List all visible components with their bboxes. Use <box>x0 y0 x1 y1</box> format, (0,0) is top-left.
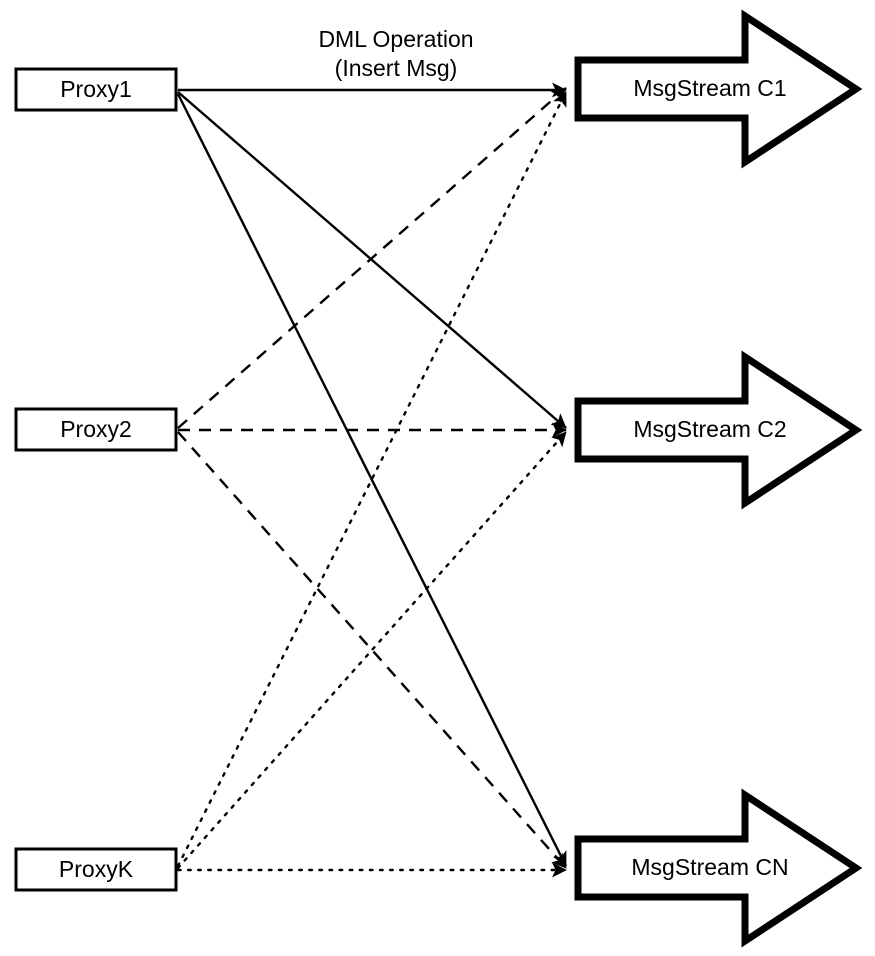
stream-node-c1[interactable]: MsgStream C1 <box>574 9 863 169</box>
edge-proxy2-to-stream-c1 <box>177 87 567 429</box>
edge-proxy1-to-stream-c2 <box>177 91 567 429</box>
edge-caption-line1: DML Operation <box>318 26 473 52</box>
proxy1-box[interactable] <box>14 67 178 112</box>
stream-node-c2[interactable]: MsgStream C2 <box>574 350 863 510</box>
proxy-node-proxy1[interactable]: Proxy1 <box>14 67 178 112</box>
edge-proxy2-to-stream-cn <box>177 431 567 869</box>
stream-c2-label: MsgStream C2 <box>633 416 786 442</box>
proxy-node-proxy2[interactable]: Proxy2 <box>14 407 178 452</box>
stream-c1-arrow-shape[interactable] <box>574 9 863 169</box>
edge-caption-line2: (Insert Msg) <box>335 55 458 81</box>
edge-group-proxyk <box>176 90 568 878</box>
edge-proxyk-to-stream-c1 <box>176 90 568 868</box>
proxyk-label: ProxyK <box>59 856 134 882</box>
stream-c1-label: MsgStream C1 <box>633 75 786 101</box>
stream-cn-label: MsgStream CN <box>631 854 788 880</box>
stream-cn-arrow-shape[interactable] <box>574 788 863 948</box>
edge-group-proxy1 <box>176 82 568 867</box>
proxy-node-proxyk[interactable]: ProxyK <box>14 847 178 892</box>
edge-caption: DML Operation (Insert Msg) <box>318 26 473 81</box>
stream-node-cn[interactable]: MsgStream CN <box>574 788 863 948</box>
proxy2-label: Proxy2 <box>60 416 132 442</box>
edge-proxyk-to-stream-c2 <box>176 430 568 870</box>
proxy1-label: Proxy1 <box>60 76 132 102</box>
proxy2-box[interactable] <box>14 407 178 452</box>
edge-proxy1-to-stream-cn <box>176 93 568 867</box>
proxyk-box[interactable] <box>14 847 178 892</box>
stream-c2-arrow-shape[interactable] <box>574 350 863 510</box>
edge-group-proxy2 <box>177 87 567 869</box>
